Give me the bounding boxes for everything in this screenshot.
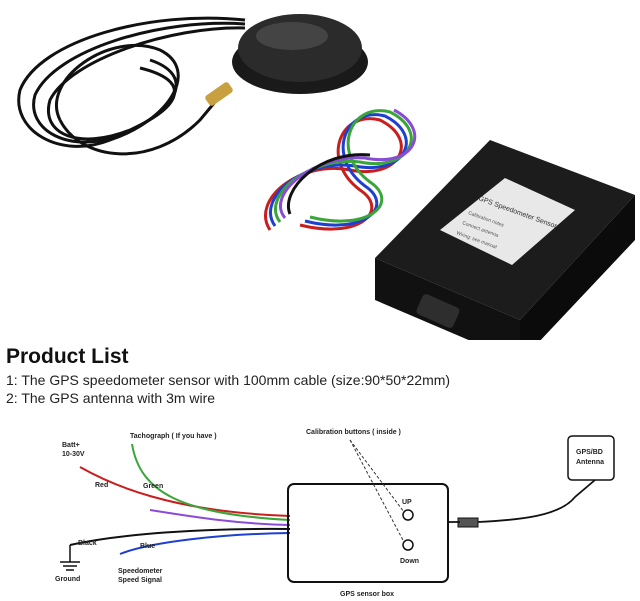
ground-label: Ground bbox=[55, 576, 80, 583]
calibration-pointer bbox=[349, 439, 405, 543]
down-button-icon bbox=[402, 539, 414, 551]
antenna-connector-icon bbox=[457, 517, 479, 528]
batt-label: Batt+ bbox=[62, 442, 80, 449]
black-label: Black bbox=[78, 540, 97, 547]
ground-icon bbox=[60, 545, 80, 571]
wire-bundle bbox=[263, 108, 416, 231]
speedometer-label: Speedometer bbox=[118, 568, 163, 575]
wiring-diagram: Batt+ 10-30V Tachograph ( If you have ) … bbox=[55, 429, 615, 598]
gps-sensor-box bbox=[287, 483, 449, 583]
speed-signal-label: Speed Signal bbox=[118, 577, 162, 584]
gps-sensor-box-photo: GPS Speedometer Sensor Calibration notes… bbox=[375, 140, 635, 340]
blue-label: Blue bbox=[140, 543, 155, 550]
up-label: UP bbox=[402, 499, 412, 506]
antenna-sub-label: Antenna bbox=[576, 459, 604, 466]
blue-wire bbox=[119, 532, 291, 555]
antenna-cable bbox=[448, 479, 596, 523]
sma-connector-icon bbox=[205, 82, 233, 106]
product-photo: GPS Speedometer Sensor Calibration notes… bbox=[17, 14, 635, 340]
batt-voltage-label: 10-30V bbox=[62, 451, 85, 458]
gps-antenna-box bbox=[567, 435, 615, 481]
up-button-icon bbox=[402, 509, 414, 521]
product-list-item: 2: The GPS antenna with 3m wire bbox=[6, 390, 216, 406]
calibration-label: Calibration buttons ( inside ) bbox=[306, 429, 401, 436]
red-wire bbox=[79, 466, 291, 517]
red-label: Red bbox=[95, 482, 108, 489]
down-label: Down bbox=[400, 558, 419, 565]
antenna-label: GPS/BD bbox=[576, 449, 603, 456]
green-label: Green bbox=[143, 483, 163, 490]
tachograph-label: Tachograph ( If you have ) bbox=[130, 433, 217, 440]
green-wire bbox=[131, 443, 291, 521]
black-wire bbox=[69, 527, 291, 546]
product-list-title: Product List bbox=[6, 345, 129, 368]
gps-antenna-icon bbox=[232, 14, 368, 94]
antenna-cable bbox=[17, 16, 246, 156]
product-list-item: 1: The GPS speedometer sensor with 100mm… bbox=[6, 372, 451, 388]
purple-wire bbox=[149, 509, 291, 526]
sensor-box-label: GPS sensor box bbox=[340, 591, 394, 598]
